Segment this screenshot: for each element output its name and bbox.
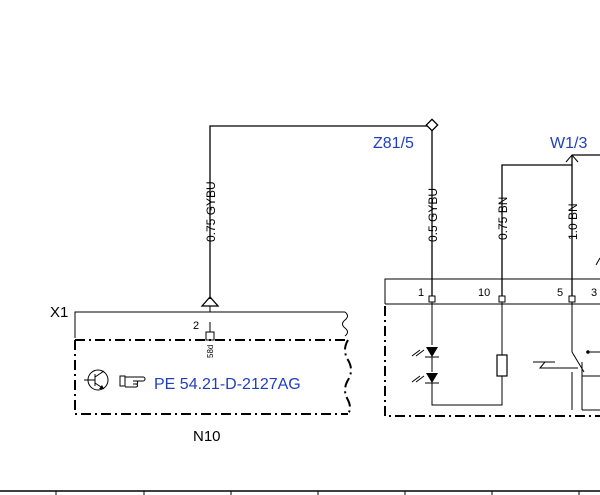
wire-mid-label: 0.5 GYBU (426, 188, 440, 242)
pointing-hand-icon (119, 375, 146, 388)
connector-x1-housing (74, 311, 348, 338)
wire-bn075-label: 0.75 BN (496, 197, 510, 240)
resistor-symbol-icon (496, 354, 508, 377)
splice-z81-label: Z81/5 (373, 135, 414, 152)
connector-x1-label: X1 (50, 304, 68, 321)
pin-10-label: 10 (478, 287, 490, 299)
pin-3-label: 3 (591, 287, 597, 299)
reference-link[interactable]: PE 54.21-D-2127AG (154, 376, 301, 393)
pin-1-label: 1 (418, 287, 424, 299)
wire-bn10-label: 1.0 BN (566, 203, 580, 240)
pin-5-label: 5 (557, 287, 563, 299)
component-n10-box (74, 339, 352, 415)
splice-z81 (425, 118, 439, 132)
footer-grid (0, 490, 600, 495)
connector-right-housing (384, 278, 600, 417)
splice-w1 (565, 154, 600, 297)
connector-x1-pin-2 (200, 296, 220, 341)
wire-left-label: 0.75 GYBU (204, 181, 218, 242)
switch-symbol-icon (533, 350, 600, 411)
wire-left-gybu (209, 125, 432, 299)
splice-w1-label: W1/3 (550, 135, 587, 152)
wire-stub-right (595, 257, 600, 266)
wire-bn-075 (501, 164, 572, 297)
connector-right-pins (428, 295, 576, 355)
pin-2-label: 2 (193, 320, 199, 332)
pin-58d-label: 58d (206, 345, 215, 358)
transistor-symbol-icon (84, 369, 109, 391)
component-n10-label: N10 (193, 428, 221, 445)
led-symbol-icon (411, 347, 503, 406)
